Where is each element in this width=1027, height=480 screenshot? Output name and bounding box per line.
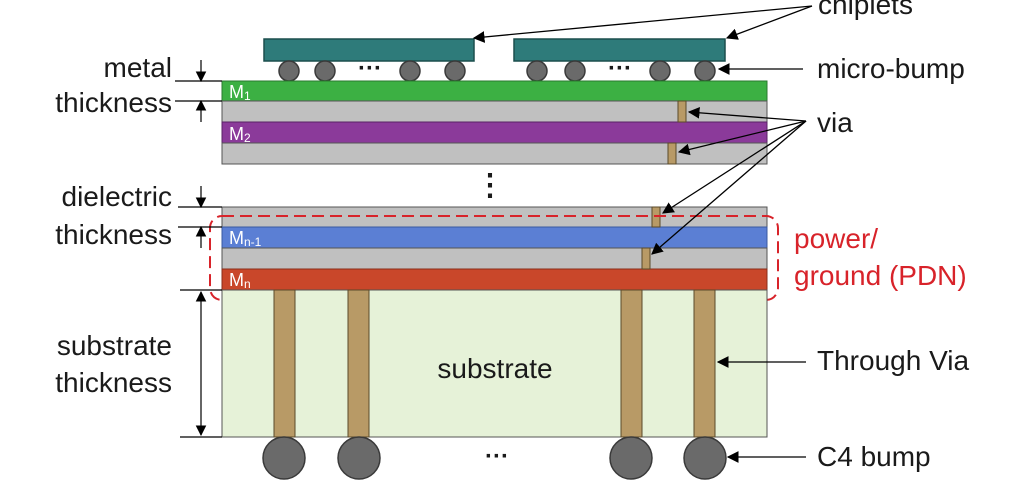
pdn-label-1: power/	[794, 223, 878, 254]
via-arrow-4	[651, 120, 807, 255]
dielectric-thickness-dimension	[178, 186, 222, 248]
dielectric-thickness-label-1: dielectric	[62, 181, 172, 212]
via-arrow-3	[662, 120, 807, 214]
c4-ellipsis: ···	[485, 443, 509, 470]
dielectric-thickness-label-2: thickness	[55, 219, 172, 250]
substrate-block	[221, 289, 768, 438]
via-upper-1	[677, 100, 687, 123]
c4-bump-label: C4 bump	[817, 441, 931, 472]
layer-mn	[221, 268, 768, 291]
via-label: via	[817, 107, 853, 138]
callout-arrows	[472, 5, 813, 463]
through-via-4	[693, 289, 716, 438]
chiplets-label: chiplets	[818, 0, 913, 20]
layer-m1	[221, 80, 768, 102]
bump-ellipsis-right: ···	[608, 55, 632, 82]
micro-bump	[526, 60, 548, 82]
c4-bump	[337, 436, 381, 480]
micro-bump-label: micro-bump	[817, 53, 965, 84]
vertical-ellipsis: ⋮	[475, 169, 505, 202]
via-upper-2	[667, 142, 677, 165]
micro-bump	[314, 60, 336, 82]
chiplet-left	[263, 38, 475, 62]
layer-m2	[221, 121, 768, 144]
layer-m2-label: M2	[229, 124, 251, 145]
through-via-1	[273, 289, 296, 438]
substrate-thickness-dimension	[180, 289, 222, 438]
dielectric-4	[221, 247, 768, 270]
micro-bump	[649, 60, 671, 82]
chiplets-arrow-right	[725, 5, 813, 40]
via-arrow-1	[687, 106, 807, 122]
c4-bump	[609, 436, 653, 480]
micro-bumps	[278, 60, 716, 82]
substrate-label: substrate	[437, 353, 552, 384]
through-via-label: Through Via	[817, 345, 969, 376]
c4-bump	[262, 436, 306, 480]
layer-m1-label: M1	[229, 82, 251, 103]
layer-mn-1-label: Mn-1	[229, 228, 262, 249]
pdn-box	[209, 215, 779, 301]
via-lower-2	[641, 247, 651, 270]
pdn-label-2: ground (PDN)	[794, 260, 967, 291]
layer-mn-1	[221, 226, 768, 249]
bump-ellipsis-left: ···	[358, 55, 382, 82]
c4-bumps	[262, 436, 727, 480]
metal-thickness-label-1: metal	[104, 52, 172, 83]
metal-thickness-label-2: thickness	[55, 87, 172, 118]
via-arrow-2	[677, 120, 807, 156]
micro-bump	[399, 60, 421, 82]
through-via-3	[620, 289, 643, 438]
metal-thickness-dimension	[175, 60, 222, 122]
layer-mn-label: Mn	[229, 270, 251, 291]
micro-bump	[564, 60, 586, 82]
micro-bump	[444, 60, 466, 82]
through-via-2	[347, 289, 370, 438]
dielectric-2	[221, 142, 768, 165]
micro-bump	[694, 60, 716, 82]
chiplet-right	[513, 38, 726, 62]
substrate-thickness-label-2: thickness	[55, 367, 172, 398]
substrate-thickness-label-1: substrate	[57, 330, 172, 361]
chiplets-arrow-left	[472, 5, 813, 43]
c4-bump	[683, 436, 727, 480]
micro-bump	[278, 60, 300, 82]
